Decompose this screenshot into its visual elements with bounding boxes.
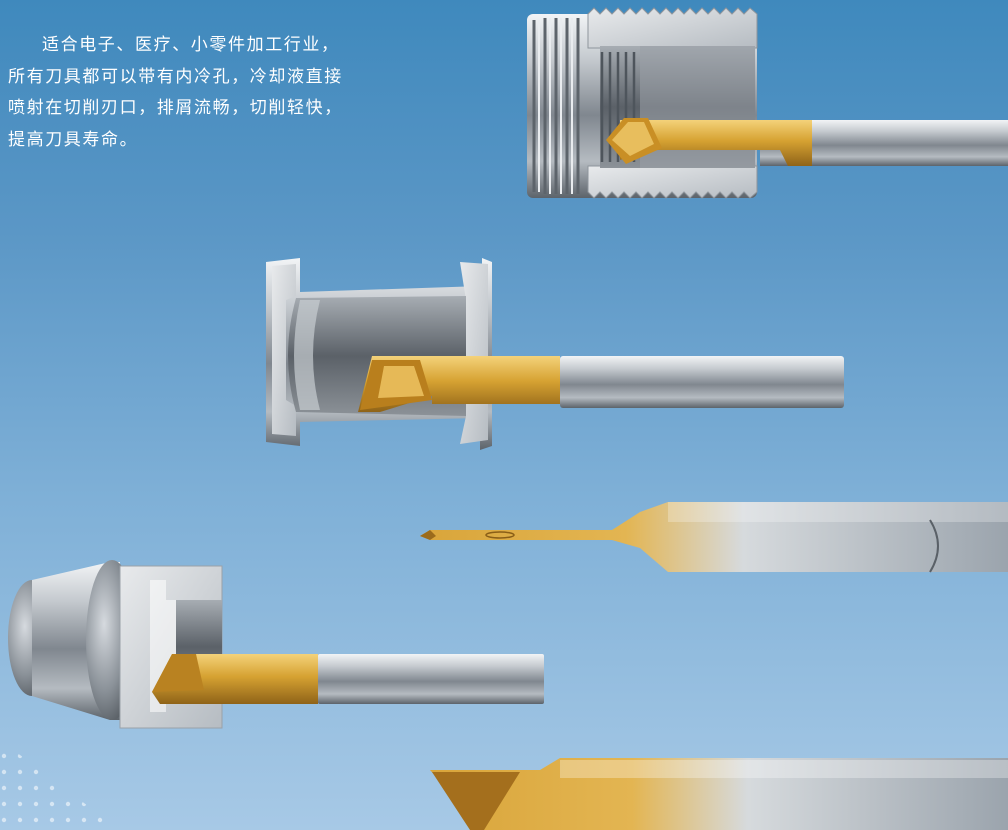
sleeve-tool-image	[266, 258, 844, 450]
product-description-text: 适合电子、医疗、小零件加工行业，所有刀具都可以带有内冷孔，冷却液直接喷射在切削刃…	[8, 35, 343, 150]
bottom-tool-image	[430, 758, 1008, 830]
stepped-part-tool-image	[8, 560, 544, 729]
grooving-bar-tool-image	[420, 502, 1008, 573]
product-description: 适合电子、医疗、小零件加工行业，所有刀具都可以带有内冷孔，冷却液直接喷射在切削刃…	[8, 30, 358, 156]
decorative-dots	[0, 740, 120, 830]
threaded-bushing-tool-image	[527, 7, 1008, 199]
